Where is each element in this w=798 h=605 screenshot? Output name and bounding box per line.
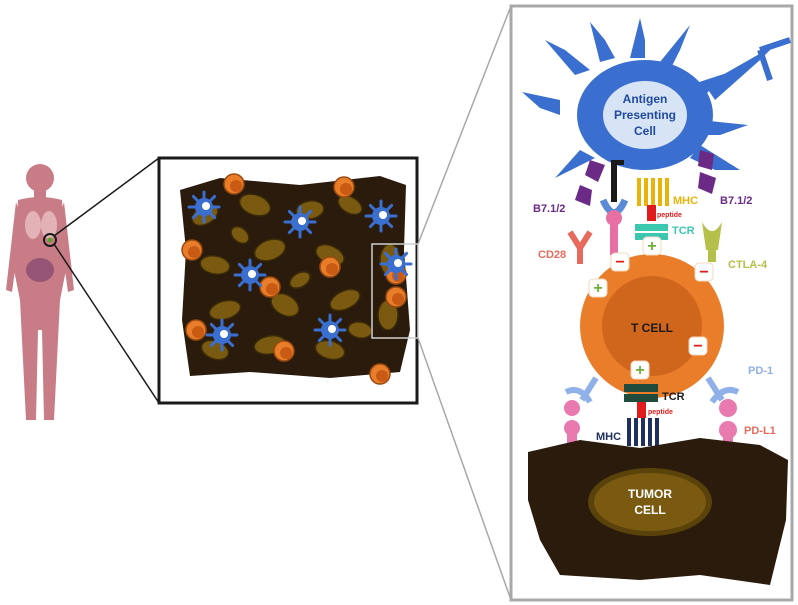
zoom-line-lower-right: [418, 338, 511, 600]
apc-mini: [189, 192, 219, 222]
apc-label-line3: Cell: [634, 124, 656, 138]
human-body-silhouette: [6, 164, 74, 420]
svg-text:−: −: [615, 254, 624, 271]
tcr-top-label: TCR: [672, 225, 695, 237]
apc-mini: [235, 260, 265, 290]
minus-signal: −: [695, 263, 713, 281]
peptide-bottom: [637, 402, 646, 418]
tcr-bottom-label: TCR: [662, 391, 685, 403]
b7-right-label: B7.1/2: [720, 195, 752, 207]
apc-mini: [381, 249, 411, 279]
apc-label-line2: Presenting: [614, 108, 676, 122]
tumor-tissue-panel: [159, 158, 418, 403]
b7-left-label: B7.1/2: [533, 203, 565, 215]
peptide-top-label: peptide: [657, 212, 682, 219]
intestines: [26, 258, 54, 282]
apc-mini: [366, 201, 396, 231]
t-cell-label: T CELL: [631, 321, 673, 335]
plus-signal: +: [589, 279, 607, 297]
zoom-line-upper: [54, 158, 159, 236]
apc-mini: [315, 315, 345, 345]
svg-text:−: −: [699, 264, 708, 281]
tumor-label-line1: TUMOR: [628, 487, 672, 501]
cd28-label: CD28: [538, 249, 566, 261]
svg-text:+: +: [593, 280, 602, 297]
left-lung: [25, 211, 41, 239]
plus-signal: +: [631, 361, 649, 379]
peptide-bottom-label: peptide: [648, 409, 673, 416]
pdl1-label: PD-L1: [744, 425, 776, 437]
apc-mini: [285, 207, 315, 237]
apc-mini: [207, 320, 237, 350]
peptide-top: [647, 205, 656, 221]
minus-signal: −: [611, 253, 629, 271]
pd1-label: PD-1: [748, 365, 773, 377]
svg-text:+: +: [635, 362, 644, 379]
svg-text:+: +: [647, 238, 656, 255]
svg-text:−: −: [693, 338, 702, 355]
plus-signal: +: [643, 237, 661, 255]
zoom-line-upper-right: [418, 6, 511, 244]
minus-signal: −: [689, 337, 707, 355]
tumor-label-line2: CELL: [634, 503, 665, 517]
zoom-line-lower: [54, 244, 159, 403]
ctla4-label: CTLA-4: [728, 259, 768, 271]
apc-label-line1: Antigen: [623, 92, 668, 106]
mhc-bottom-label: MHC: [596, 431, 621, 443]
tumor-cell: TUMOR CELL: [528, 438, 788, 585]
mhc-top-label: MHC: [673, 195, 698, 207]
